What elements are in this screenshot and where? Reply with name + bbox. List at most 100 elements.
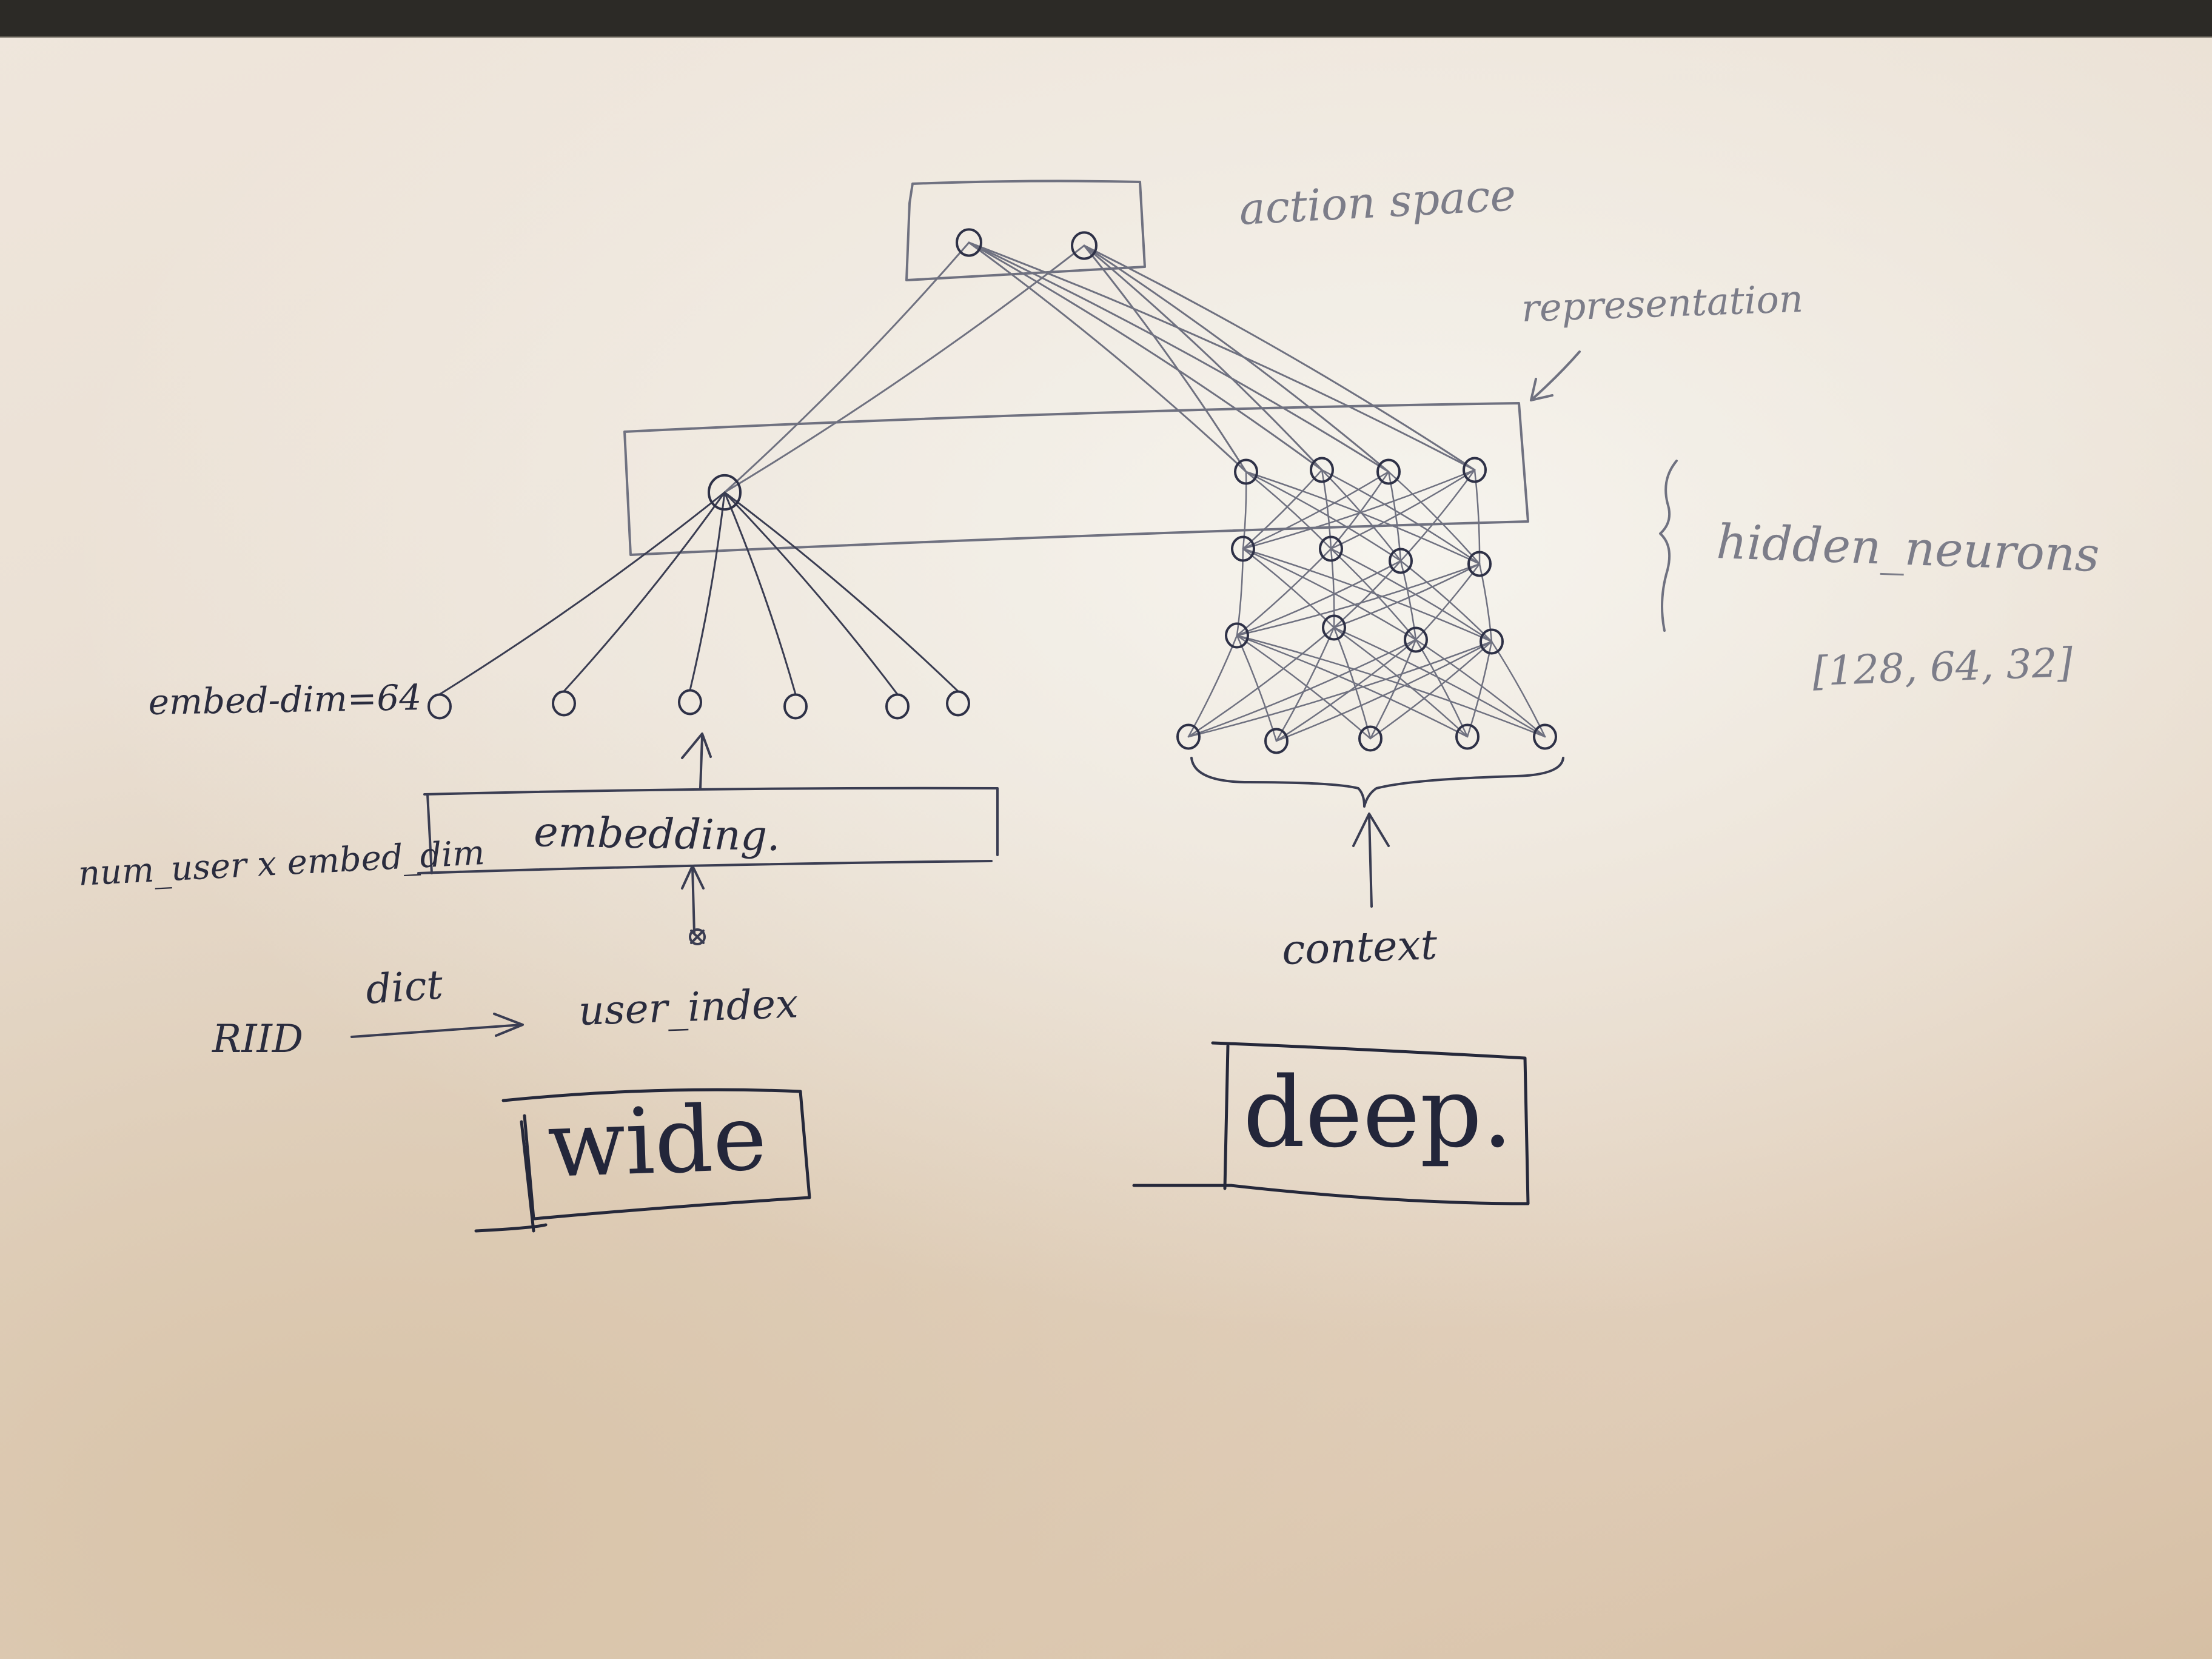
deep-mesh-link — [1333, 563, 1481, 629]
deep-mesh-link — [1466, 640, 1493, 738]
hidden-neuron-node — [1389, 548, 1413, 574]
hidden-neuron-node — [1376, 458, 1401, 485]
deep-mesh-link — [1242, 471, 1247, 550]
dict-arrow — [350, 1013, 524, 1038]
deep-mesh-link — [1242, 548, 1335, 629]
action-links — [723, 241, 1476, 494]
deep-mesh-link — [1275, 640, 1493, 742]
deep-mesh-link — [1321, 469, 1481, 565]
hidden-neurons-brace — [1659, 460, 1678, 632]
action-node — [956, 228, 982, 257]
wide-embedding-link — [689, 491, 726, 691]
action-to-deep-link — [968, 241, 1390, 473]
user-index-label: user_index — [578, 980, 799, 1034]
deep-mesh-link — [1187, 638, 1417, 738]
deep-mesh-link — [1333, 626, 1546, 738]
embedding-label: embedding. — [534, 808, 781, 860]
deep-mesh-link — [1333, 626, 1372, 740]
hidden-neuron-node — [1310, 457, 1334, 483]
hidden-neuron-node — [1264, 728, 1289, 754]
wide-embedding-link — [723, 491, 899, 695]
action-to-deep-link — [968, 241, 1476, 471]
action-to-wide-link — [723, 244, 1085, 494]
deep-mesh-link — [1490, 640, 1546, 738]
deep-mesh-link — [1415, 638, 1469, 738]
deep-mesh-link — [1242, 548, 1493, 643]
num-user-label: num_user x embed_dim — [77, 833, 486, 894]
hidden-sizes-label: [128, 64, 32] — [1812, 639, 2074, 695]
action-to-deep-link — [1083, 244, 1247, 473]
hidden-neuron-node — [1234, 458, 1258, 485]
action-to-deep-link — [968, 241, 1323, 471]
hidden-neuron-node — [1358, 725, 1382, 752]
wide-box — [474, 1088, 811, 1233]
deep-mesh-link — [1333, 626, 1469, 738]
deep-mesh-link — [1275, 626, 1335, 742]
action-to-deep-link — [1083, 244, 1390, 473]
deep-mesh-link — [1245, 471, 1481, 565]
deep-mesh-link — [1321, 469, 1402, 562]
hidden-neuron-node — [1319, 535, 1343, 562]
action-node — [1071, 231, 1098, 260]
deep-mesh-link — [1236, 563, 1481, 637]
action-space-label: action space — [1238, 169, 1517, 235]
wide-embedding-link — [723, 491, 959, 692]
embedding-up-arrow — [681, 732, 712, 789]
action-to-deep-link — [1083, 244, 1323, 471]
deep-mesh-link — [1245, 471, 1402, 562]
deep-mesh-link — [1369, 640, 1493, 740]
deep-mesh-link — [1330, 548, 1417, 641]
deep-mesh-link — [1242, 469, 1476, 550]
hidden-neuron-node — [1225, 622, 1249, 649]
deep-mesh-link — [1236, 548, 1332, 637]
context-label: context — [1281, 921, 1438, 974]
deep-mesh-link — [1242, 469, 1323, 550]
deep-mesh-link — [1415, 638, 1546, 738]
deep-mesh-link — [1330, 548, 1335, 629]
deep-mesh-link — [1236, 560, 1402, 637]
hidden-neuron-node — [1467, 551, 1492, 577]
embedding-node — [552, 690, 576, 717]
nodes — [427, 228, 1557, 754]
hidden-neuron-node — [1533, 723, 1557, 750]
deep-links — [1187, 469, 1546, 742]
hidden-neuron-node — [1455, 723, 1480, 750]
representation-label: representation — [1521, 276, 1804, 330]
deep-mesh-link — [1236, 548, 1244, 637]
deep-mesh-link — [1399, 469, 1476, 562]
deep-mesh-link — [1330, 548, 1493, 643]
user-index-up-arrow — [681, 865, 706, 945]
deep-mesh-link — [1236, 634, 1372, 740]
deep-mesh-link — [1242, 548, 1417, 641]
deep-mesh-link — [1187, 634, 1238, 738]
deep-mesh-link — [1187, 640, 1493, 738]
embedding-node — [783, 693, 808, 720]
deep-mesh-link — [1245, 471, 1332, 550]
wide-label: wide — [546, 1085, 768, 1198]
wide-embedding-link — [438, 491, 726, 695]
action-space-box — [905, 179, 1146, 281]
deep-mesh-link — [1321, 469, 1332, 550]
action-to-deep-link — [1083, 244, 1476, 471]
wide-embedding-link — [723, 491, 797, 695]
hidden-neuron-node — [1176, 723, 1201, 750]
deep-mesh-link — [1242, 471, 1390, 550]
hidden-neuron-node — [1231, 535, 1255, 562]
deep-label: deep. — [1243, 1056, 1513, 1169]
wide-links — [438, 491, 959, 695]
embedding-node — [885, 693, 910, 720]
deep-mesh-link — [1473, 469, 1481, 565]
hidden-neuron-node — [1480, 628, 1504, 655]
hidden-neurons-label: hidden_neurons — [1715, 515, 2100, 583]
action-to-deep-link — [968, 241, 1247, 473]
embedding-node — [427, 693, 452, 720]
deep-mesh-link — [1399, 560, 1493, 643]
deep-mesh-link — [1187, 626, 1335, 738]
embedding-node — [946, 690, 970, 717]
hidden-neuron-node — [1322, 614, 1346, 641]
deep-mesh-link — [1478, 563, 1493, 643]
representation-box — [623, 402, 1529, 556]
deep-mesh-link — [1399, 560, 1417, 641]
